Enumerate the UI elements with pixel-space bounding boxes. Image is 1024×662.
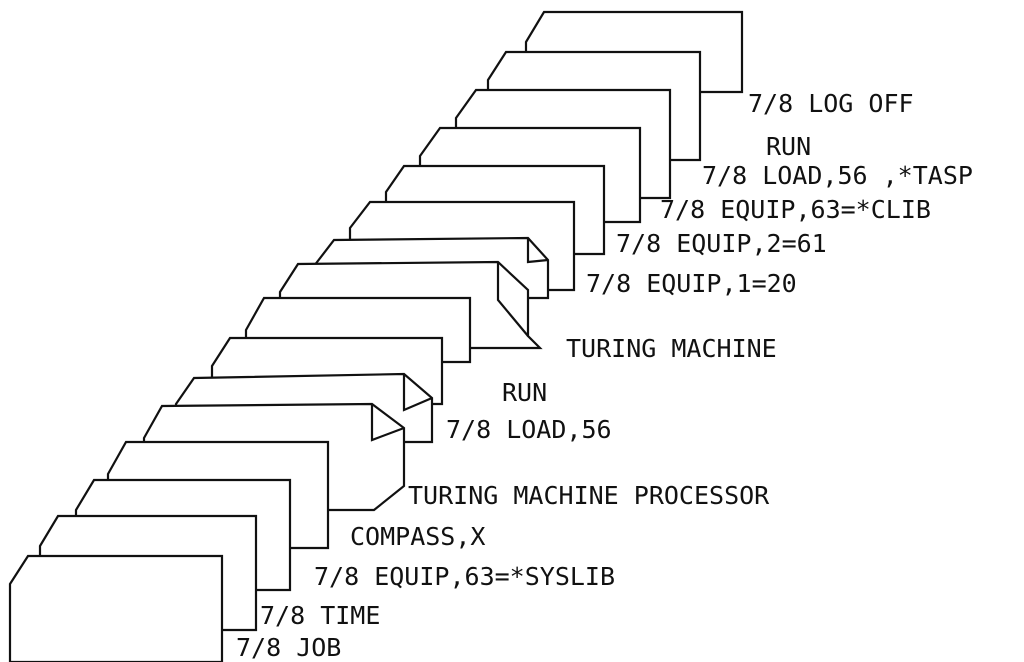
card-label-load-56: 7/8 LOAD,56 xyxy=(446,415,612,444)
card-label-time: 7/8 TIME xyxy=(260,601,380,630)
card-label-equip-syslib: 7/8 EQUIP,63=*SYSLIB xyxy=(314,562,615,591)
card-label-equip-1-20: 7/8 EQUIP,1=20 xyxy=(586,269,797,298)
card-label-compass: COMPASS,X xyxy=(350,522,485,551)
card-label-equip-clib: 7/8 EQUIP,63=*CLIB xyxy=(660,195,931,224)
card-label-equip-2-61: 7/8 EQUIP,2=61 xyxy=(616,229,827,258)
card-label-load-tasp: 7/8 LOAD,56 ,*TASP xyxy=(702,161,973,190)
card-label-turing-machine: TURING MACHINE xyxy=(566,334,777,363)
card-label-run-1: RUN xyxy=(502,378,547,407)
card-label-run-2: RUN xyxy=(766,132,811,161)
card-label-turing-machine-processor: TURING MACHINE PROCESSOR xyxy=(408,481,770,510)
card-label-job: 7/8 JOB xyxy=(236,633,341,662)
card-label-log-off: 7/8 LOG OFF xyxy=(748,89,914,118)
